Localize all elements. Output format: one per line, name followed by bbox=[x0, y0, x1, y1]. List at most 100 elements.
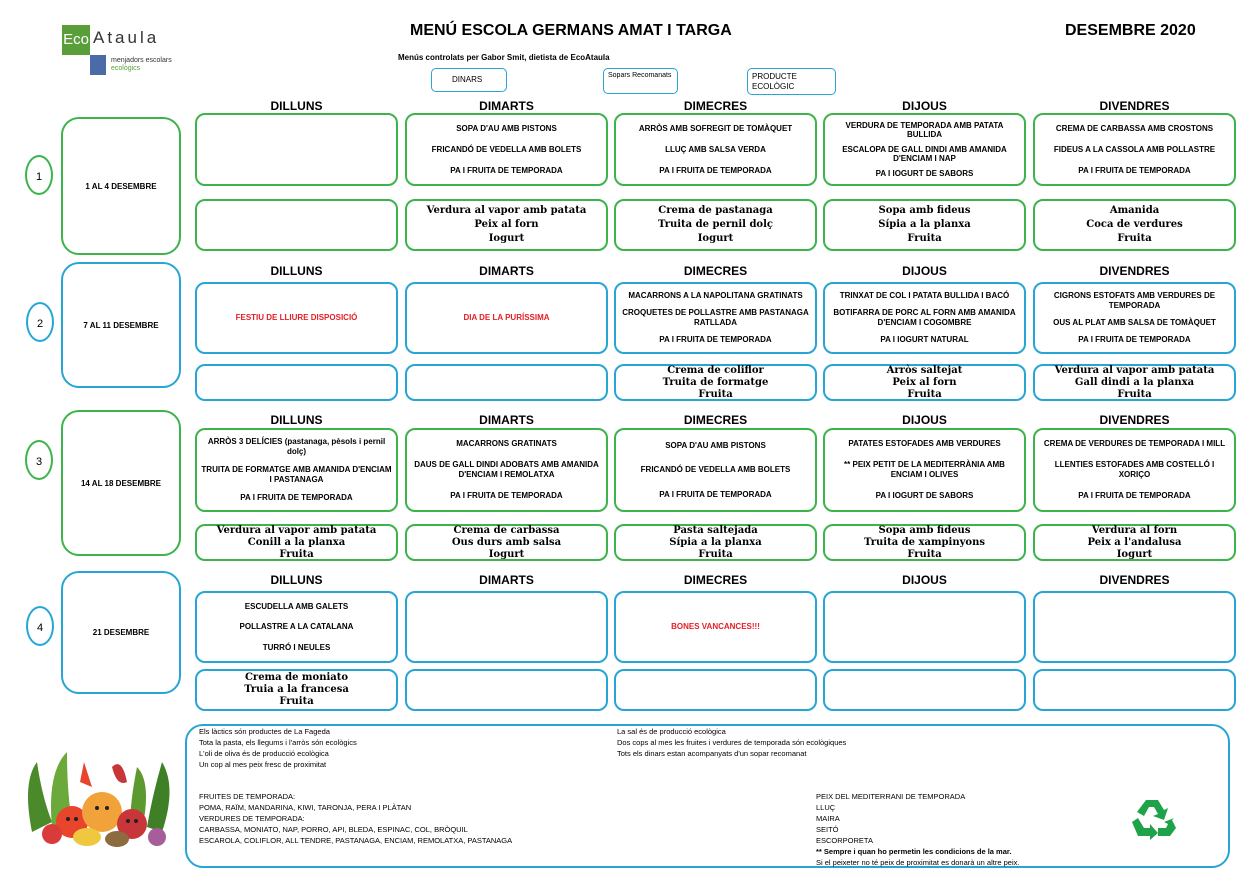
dinar-cell bbox=[1033, 591, 1236, 663]
day-header-dilluns: DILLUNS bbox=[270, 573, 323, 587]
dinar-dish: ** PEIX PETIT DE LA MEDITERRÀNIA AMB ENC… bbox=[844, 460, 1005, 479]
sopar-dish: Crema de pastanaga bbox=[658, 205, 773, 216]
dinar-dish: PATATES ESTOFADES AMB VERDURES bbox=[848, 438, 1001, 448]
dinar-dish: ESCALOPA DE GALL DINDI AMB AMANIDA D'ENC… bbox=[842, 144, 1007, 164]
dinar-dish: PA I FRUITA DE TEMPORADA bbox=[450, 491, 563, 501]
sopar-dish: Verdura al vapor amb patata bbox=[216, 524, 377, 536]
dinar-dish: PA I FRUITA DE TEMPORADA bbox=[240, 493, 353, 503]
legend-producte-label: PRODUCTE ECOLÒGIC bbox=[752, 72, 797, 91]
sopar-dish: Iogurt bbox=[697, 233, 734, 244]
week-number-badge: 4 bbox=[26, 606, 54, 646]
dinar-cell bbox=[405, 591, 608, 663]
sopar-dish: Sopa amb fideus bbox=[878, 524, 971, 536]
legend-sopars: Sopars Recomanats bbox=[603, 68, 678, 94]
sopar-dish: Verdura al vapor amb patata bbox=[426, 205, 587, 216]
sopar-dish: Pasta saltejada bbox=[673, 524, 758, 536]
notes-fish: PEIX DEL MEDITERRANI DE TEMPORADA LLUÇ M… bbox=[816, 791, 1019, 868]
day-header-dijous: DIJOUS bbox=[902, 573, 947, 587]
sopar-dish: Iogurt bbox=[1116, 548, 1153, 560]
sopar-cell bbox=[405, 364, 608, 401]
dinar-dish: POLLASTRE A LA CATALANA bbox=[239, 622, 354, 632]
dinar-dish: CREMA DE VERDURES DE TEMPORADA I MILL bbox=[1043, 438, 1226, 448]
day-header-divendres: DIVENDRES bbox=[1099, 413, 1170, 427]
note-line: POMA, RAÏM, MANDARINA, KIWI, TARONJA, PE… bbox=[199, 803, 412, 812]
dinar-dish: MACARRONS A LA NAPOLITANA GRATINATS bbox=[628, 290, 803, 300]
week-range-label: 1 AL 4 DESEMBRE bbox=[85, 181, 157, 191]
dinar-dish: SOPA D'AU AMB PISTONS bbox=[665, 440, 766, 450]
week-range-label: 21 DESEMBRE bbox=[92, 628, 150, 637]
dinar-cell: CIGRONS ESTOFATS AMB VERDURES DE TEMPORA… bbox=[1033, 282, 1236, 354]
week-number-badge: 1 bbox=[25, 155, 53, 195]
week-range-box: 1 AL 4 DESEMBRE bbox=[61, 117, 181, 255]
dinar-dish: PA I FRUITA DE TEMPORADA bbox=[1078, 165, 1191, 175]
week-range-box: 14 AL 18 DESEMBRE bbox=[61, 410, 181, 556]
sopar-dish: Fruita bbox=[907, 233, 942, 244]
sopar-dish: Gall dindi a la planxa bbox=[1074, 376, 1195, 388]
dinar-dish: ARRÒS AMB SOFREGIT DE TOMÀQUET bbox=[638, 123, 793, 133]
dinar-dish: FRICANDÓ DE VEDELLA AMB BOLETS bbox=[640, 465, 791, 475]
week-number-badge: 2 bbox=[26, 302, 54, 342]
dinar-dish: LLENTIES ESTOFADES AMB COSTELLÓ I XORIÇO bbox=[1054, 460, 1215, 479]
dinar-dish: TURRÓ I NEULES bbox=[262, 642, 331, 652]
sopar-cell bbox=[823, 669, 1026, 711]
sopar-dish: Sípia a la planxa bbox=[878, 219, 971, 230]
sopar-dish: Crema de moniato bbox=[244, 672, 349, 683]
dinar-cell bbox=[195, 113, 398, 186]
sopar-dish: Fruita bbox=[279, 548, 314, 560]
notes-seasonal: FRUITES DE TEMPORADA: POMA, RAÏM, MANDAR… bbox=[199, 791, 512, 846]
sopar-dish: Fruita bbox=[1117, 233, 1152, 244]
vegetables-illustration bbox=[28, 752, 170, 847]
sopar-dish: Fruita bbox=[698, 548, 733, 560]
dinar-dish: FIDEUS A LA CASSOLA AMB POLLASTRE bbox=[1053, 144, 1216, 154]
dinar-cell: CREMA DE VERDURES DE TEMPORADA I MILL LLE… bbox=[1033, 428, 1236, 512]
day-header-dijous: DIJOUS bbox=[902, 413, 947, 427]
sopar-dish: Fruita bbox=[907, 548, 942, 560]
day-header-dijous: DIJOUS bbox=[902, 99, 947, 113]
week-range-box: 21 DESEMBRE bbox=[61, 571, 181, 694]
dinar-dish: CROQUETES DE POLLASTRE AMB PASTANAGA RAT… bbox=[622, 308, 809, 327]
sopar-dish: Arròs saltejat bbox=[886, 364, 963, 376]
dinar-dish: PA I IOGURT NATURAL bbox=[880, 335, 969, 345]
legend-dinars-label: DINARS bbox=[452, 75, 483, 84]
fish-note: Si el peixeter no té peix de proximitat … bbox=[816, 858, 1020, 867]
day-header-dimecres: DIMECRES bbox=[683, 413, 748, 427]
dinar-cell bbox=[823, 591, 1026, 663]
note-line: SEITÓ bbox=[816, 825, 839, 834]
sopar-dish: Amanida bbox=[1109, 205, 1160, 216]
sopar-dish: Truita de formatge bbox=[662, 376, 769, 388]
note-line: PEIX DEL MEDITERRANI DE TEMPORADA bbox=[816, 792, 966, 801]
day-header-divendres: DIVENDRES bbox=[1099, 573, 1170, 587]
sopar-cell bbox=[1033, 669, 1236, 711]
note-line: Dos cops al mes les fruites i verdures d… bbox=[617, 738, 847, 747]
sopar-dish: Crema de carbassa bbox=[453, 524, 560, 536]
day-header-dimarts: DIMARTS bbox=[479, 413, 534, 427]
note-line: MAIRA bbox=[816, 814, 840, 823]
sopar-dish: Conill a la planxa bbox=[247, 536, 346, 548]
sopar-dish: Sípia a la planxa bbox=[669, 536, 762, 548]
notes-left: Els làctics són productes de La Fageda T… bbox=[199, 726, 357, 770]
dinar-cell: DIA DE LA PURÍSSIMA bbox=[405, 282, 608, 354]
notes-panel bbox=[185, 724, 1230, 868]
sopar-dish: Peix al forn bbox=[892, 376, 957, 388]
dinar-dish: DAUS DE GALL DINDI ADOBATS AMB AMANIDA D… bbox=[414, 460, 599, 479]
sopar-cell bbox=[195, 199, 398, 251]
dietitian-note: Menús controlats per Gabor Smit, dietist… bbox=[398, 53, 610, 62]
day-header-dimarts: DIMARTS bbox=[479, 573, 534, 587]
note-line: L'oli de oliva és de producció ecològica bbox=[199, 749, 329, 758]
note-line: Un cop al mes peix fresc de proximitat bbox=[199, 760, 327, 769]
sopar-dish: Fruita bbox=[907, 388, 942, 400]
dinar-cell: MACARRONS A LA NAPOLITANA GRATINATS CROQU… bbox=[614, 282, 817, 354]
